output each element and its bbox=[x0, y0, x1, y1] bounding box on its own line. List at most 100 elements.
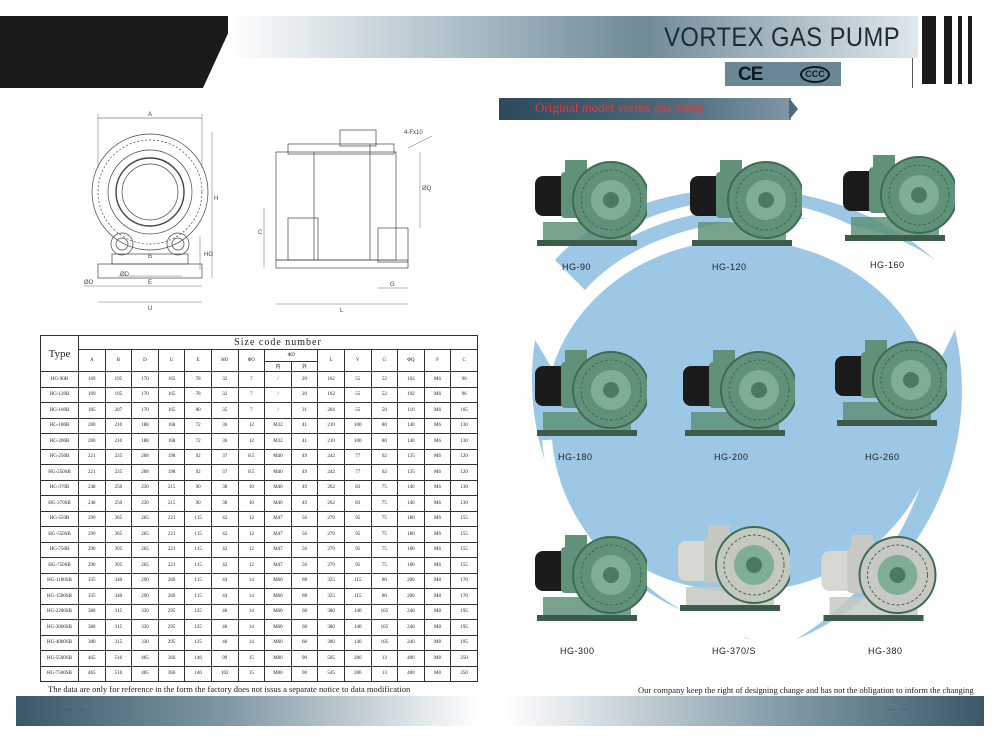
value-cell: 13 bbox=[370, 650, 399, 667]
value-cell: 262 bbox=[317, 495, 345, 512]
value-cell: 32 bbox=[210, 371, 239, 388]
value-cell: M6 bbox=[423, 371, 452, 388]
product-label: HG-200 bbox=[714, 452, 749, 462]
value-cell: M40 bbox=[264, 464, 292, 481]
value-cell: 56 bbox=[290, 557, 319, 574]
model-cell: HG-370SB bbox=[40, 495, 79, 512]
value-cell: 7 bbox=[237, 402, 266, 419]
value-cell: 75 bbox=[370, 479, 399, 496]
value-cell: 248 bbox=[78, 495, 106, 512]
col-u: U bbox=[157, 349, 186, 372]
value-cell: 100 bbox=[343, 433, 372, 450]
value-cell: 195 bbox=[104, 371, 133, 388]
value-cell: 250 bbox=[104, 495, 133, 512]
value-cell: 15 bbox=[237, 650, 266, 667]
value-cell: M60 bbox=[264, 619, 292, 636]
value-cell: 50 bbox=[370, 402, 399, 419]
value-cell: 62 bbox=[370, 464, 399, 481]
col-b: B bbox=[104, 349, 133, 372]
value-cell: 41 bbox=[290, 433, 319, 450]
value-cell: 465 bbox=[78, 650, 106, 667]
value-cell: M60 bbox=[264, 603, 292, 620]
product-image-7 bbox=[535, 525, 647, 629]
value-cell: 295 bbox=[157, 634, 186, 651]
model-cell: HG-4000SB bbox=[40, 634, 79, 651]
value-cell: 315 bbox=[104, 634, 133, 651]
value-cell: 77 bbox=[343, 448, 372, 465]
value-cell: 77 bbox=[343, 464, 372, 481]
value-cell: 200 bbox=[78, 417, 106, 434]
value-cell: 105 bbox=[370, 603, 399, 620]
value-cell: 242 bbox=[317, 448, 345, 465]
value-cell: 20 bbox=[290, 386, 319, 403]
value-cell: 250 bbox=[450, 650, 478, 667]
value-cell: M8 bbox=[423, 665, 452, 682]
value-cell: 265 bbox=[131, 526, 159, 543]
col-ho: HO bbox=[210, 349, 239, 372]
value-cell: 125 bbox=[184, 634, 212, 651]
value-cell: 83 bbox=[343, 479, 372, 496]
section-banner bbox=[499, 98, 791, 120]
value-cell: 92 bbox=[184, 464, 212, 481]
value-cell: 155 bbox=[450, 541, 478, 558]
dim-label-phid: ØD bbox=[120, 272, 130, 278]
product-image-5 bbox=[683, 340, 795, 444]
value-cell: 140 bbox=[397, 417, 425, 434]
product-image-3 bbox=[843, 145, 955, 249]
value-cell: 248 bbox=[78, 479, 106, 496]
col-c: C bbox=[450, 349, 478, 372]
page-number-left: — — bbox=[66, 705, 88, 713]
value-cell: 210 bbox=[104, 417, 133, 434]
value-cell: 165 bbox=[157, 402, 186, 419]
value-cell: 380 bbox=[78, 619, 106, 636]
value-cell: / bbox=[264, 402, 292, 419]
value-cell: 12 bbox=[237, 510, 266, 527]
value-cell: 188 bbox=[131, 433, 159, 450]
model-cell: HG-120B bbox=[40, 386, 79, 403]
value-cell: 200 bbox=[397, 588, 425, 605]
value-cell: M8 bbox=[423, 572, 452, 589]
value-cell: 265 bbox=[131, 541, 159, 558]
value-cell: 80 bbox=[370, 433, 399, 450]
value-cell: M8 bbox=[423, 603, 452, 620]
ce-mark-icon: CE bbox=[738, 64, 763, 85]
value-cell: 120 bbox=[450, 464, 478, 481]
value-cell: 95 bbox=[343, 541, 372, 558]
dim-label-h: H bbox=[214, 196, 218, 202]
value-cell: M80 bbox=[264, 650, 292, 667]
value-cell: 200 bbox=[78, 433, 106, 450]
value-cell: 516 bbox=[104, 665, 133, 682]
value-cell: 102 bbox=[397, 386, 425, 403]
value-cell: 215 bbox=[157, 495, 186, 512]
value-cell: 15 bbox=[237, 665, 266, 682]
value-cell: 75 bbox=[370, 541, 399, 558]
value-cell: 35 bbox=[210, 402, 239, 419]
value-cell: 465 bbox=[131, 650, 159, 667]
value-cell: 75 bbox=[370, 495, 399, 512]
value-cell: 83 bbox=[343, 495, 372, 512]
value-cell: 90 bbox=[290, 665, 319, 682]
value-cell: / bbox=[264, 386, 292, 403]
model-cell: HG-1500SB bbox=[40, 588, 79, 605]
value-cell: 130 bbox=[450, 495, 478, 512]
value-cell: 125 bbox=[184, 603, 212, 620]
value-cell: 290 bbox=[78, 557, 106, 574]
value-cell: 270 bbox=[317, 526, 345, 543]
value-cell: 380 bbox=[317, 619, 345, 636]
size-code-header: Size code number bbox=[78, 335, 478, 350]
value-cell: 10 bbox=[237, 495, 266, 512]
value-cell: 68 bbox=[290, 588, 319, 605]
value-cell: 215 bbox=[157, 479, 186, 496]
model-cell: HG-7500SB bbox=[40, 665, 79, 682]
model-cell: HG-90B bbox=[40, 371, 79, 388]
value-cell: 240 bbox=[397, 634, 425, 651]
value-cell: 49 bbox=[290, 464, 319, 481]
model-cell: HG-250SB bbox=[40, 464, 79, 481]
value-cell: 135 bbox=[397, 448, 425, 465]
header-divider bbox=[912, 58, 913, 88]
